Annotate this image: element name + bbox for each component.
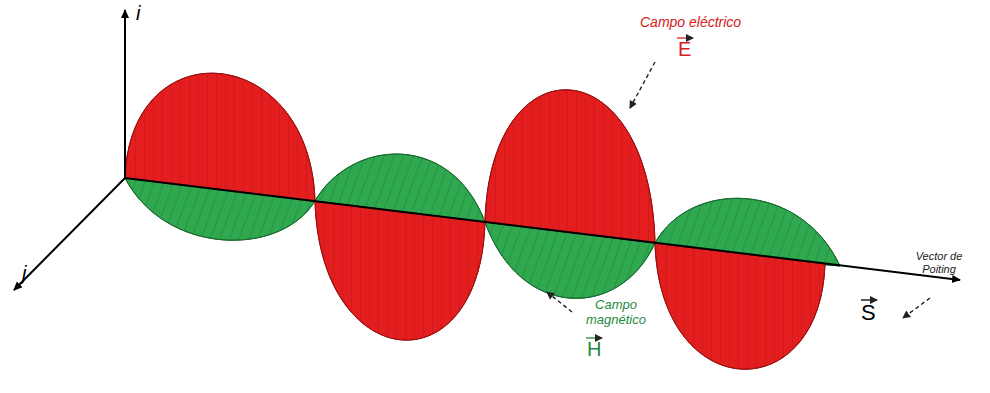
axis-label: i <box>136 2 140 25</box>
field-label: Campo eléctrico <box>640 14 741 30</box>
axes <box>14 10 960 290</box>
vector-label: Vector de Poiting <box>905 250 973 275</box>
leader-lines <box>547 62 930 318</box>
vector-arrows <box>586 38 877 338</box>
axis-label: j <box>22 262 26 285</box>
vector-symbol: H <box>587 338 601 361</box>
field-label: Campo magnético <box>576 298 656 328</box>
vector-symbol: E <box>678 38 691 61</box>
vector-symbol: S <box>861 300 876 325</box>
